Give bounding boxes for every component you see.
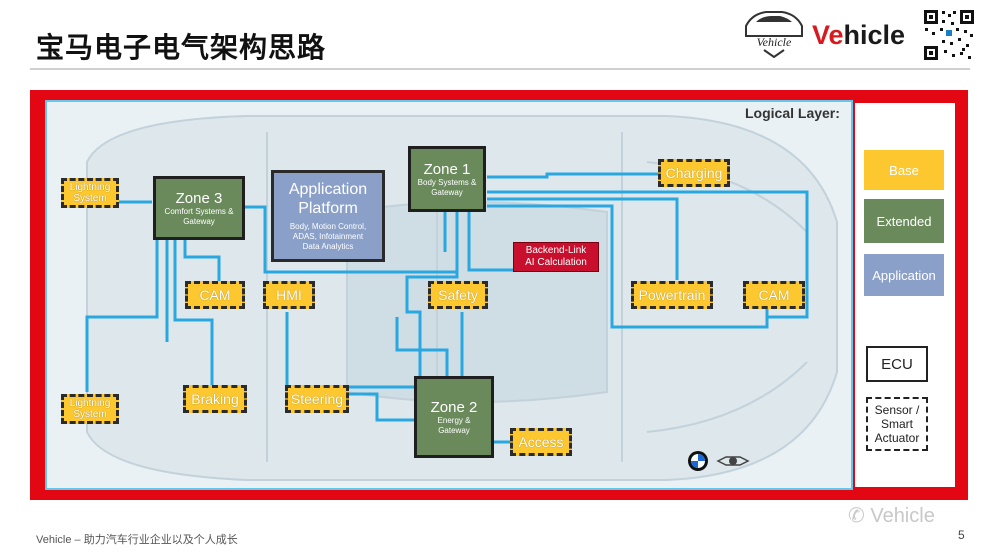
lighting-bottom-line2: System	[73, 409, 107, 420]
zone2-sub2: Gateway	[438, 425, 470, 435]
qr-code-icon	[922, 8, 976, 62]
zone1-ecu: Zone 1 Body Systems & Gateway	[408, 146, 486, 212]
lighting-top-line1: Lightning	[69, 182, 111, 193]
access-sensor: Access	[510, 428, 572, 456]
mini-logo-icon	[716, 456, 750, 466]
legend-application: Application	[864, 254, 944, 296]
backend-line2: AI Calculation	[525, 257, 587, 268]
app-sub1: Body, Motion Control,	[289, 222, 367, 231]
legend-ecu: ECU	[866, 346, 928, 382]
zone2-title: Zone 2	[430, 398, 478, 416]
app-sub3: Data Analytics	[302, 242, 354, 251]
app-title2: Platform	[298, 200, 358, 217]
vehicle-car-badge-logo: Vehicle	[745, 11, 803, 58]
zone3-sub1: Comfort Systems &	[164, 206, 234, 216]
logical-layer-label: Logical Layer:	[745, 105, 840, 121]
legend-sensor-actuator: Sensor / Smart Actuator	[866, 397, 928, 451]
car-badge-text: Vehicle	[757, 35, 792, 49]
lighting-system-top: Lightning System	[61, 178, 119, 208]
legend-sensor-line2: Smart	[880, 417, 913, 431]
cam-right-sensor: CAM	[743, 281, 805, 309]
zone1-sub1: Body Systems &	[417, 177, 477, 187]
legend-base: Base	[864, 150, 944, 190]
application-platform-ecu: Application Platform Body, Motion Contro…	[271, 170, 385, 262]
zone3-sub2: Gateway	[183, 216, 215, 226]
bmw-logo-icon	[688, 451, 708, 471]
charging-actuator: Charging	[658, 159, 730, 187]
slide-title: 宝马电子电气架构思路	[36, 31, 327, 64]
slide-footer: Vehicle – 助力汽车行业企业以及个人成长	[36, 534, 238, 546]
powertrain-actuator: Powertrain	[631, 281, 713, 309]
lighting-bottom-line1: Lightning	[69, 398, 111, 409]
legend-extended: Extended	[864, 199, 944, 243]
zone1-title: Zone 1	[423, 160, 471, 178]
steering-actuator: Steering	[285, 385, 349, 413]
wechat-watermark: ✆ Vehicle	[848, 503, 935, 528]
app-title1: Application	[288, 181, 368, 198]
app-sub2: ADAS, Infotainment	[292, 232, 364, 241]
backend-link-box: Backend-Link AI Calculation	[513, 242, 599, 272]
brand-suffix: hicle	[843, 20, 906, 50]
zone2-sub1: Energy &	[437, 415, 471, 425]
watermark-text: Vehicle	[870, 505, 935, 527]
page-number: 5	[958, 528, 965, 542]
safety-sensor: Safety	[428, 281, 488, 309]
braking-actuator: Braking	[183, 385, 247, 413]
zone2-ecu: Zone 2 Energy & Gateway	[414, 376, 494, 458]
zone1-sub2: Gateway	[431, 187, 463, 197]
hmi-sensor: HMI	[263, 281, 315, 309]
zone3-title: Zone 3	[175, 189, 223, 207]
lighting-system-bottom: Lightning System	[61, 394, 119, 424]
legend-sensor-line3: Actuator	[874, 431, 920, 445]
legend-sensor-line1: Sensor /	[874, 403, 920, 417]
lighting-top-line2: System	[73, 193, 107, 204]
vehicle-brand-logo: Vehicle	[812, 20, 905, 51]
brand-prefix: Ve	[812, 20, 844, 50]
network-links	[85, 172, 809, 444]
zone3-ecu: Zone 3 Comfort Systems & Gateway	[153, 176, 245, 240]
title-divider	[30, 68, 970, 70]
cam-left-sensor: CAM	[185, 281, 245, 309]
backend-line1: Backend-Link	[525, 245, 587, 256]
wechat-icon: ✆	[848, 505, 865, 527]
